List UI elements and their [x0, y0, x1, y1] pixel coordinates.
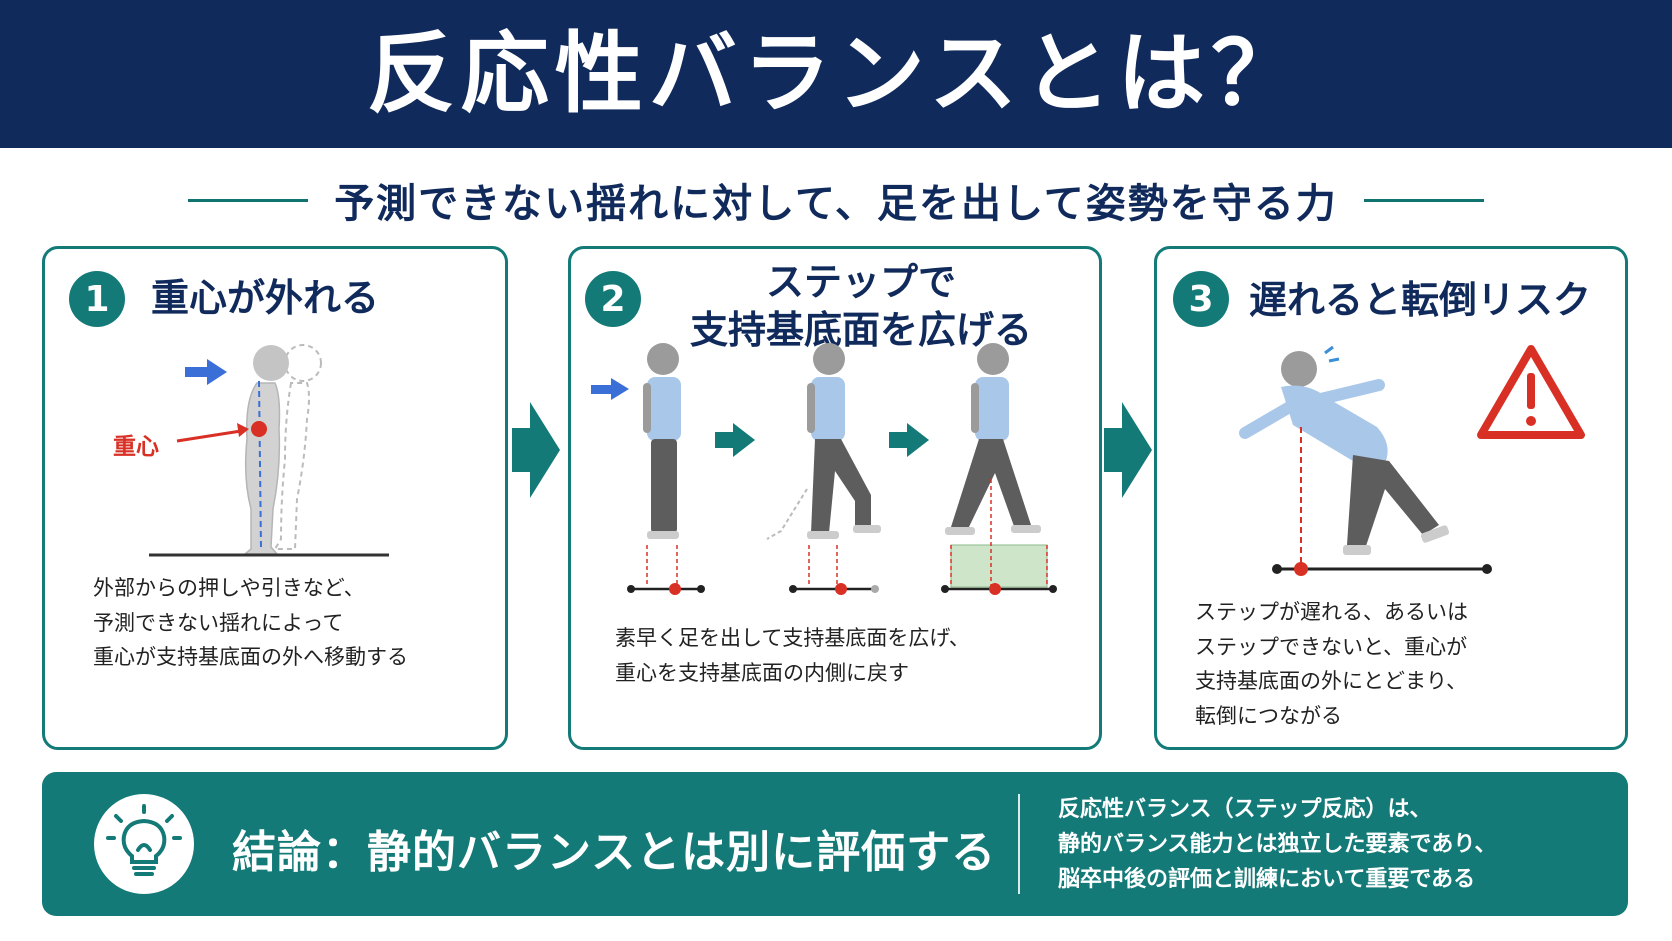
- figure-falling: [1239, 345, 1450, 555]
- com-pointer-arrow: [176, 423, 249, 443]
- flow-arrow-1: [512, 402, 560, 498]
- panel-3-description: ステップが遅れる、あるいは ステップできないと、重心が 支持基底面の外にとどまり…: [1195, 600, 1468, 728]
- subtitle-row: 予測できない揺れに対して、足を出して姿勢を守る力: [0, 170, 1672, 230]
- center-of-mass-dot: [251, 421, 267, 437]
- figure-wide-stance: [945, 343, 1041, 535]
- panel-3-title: 遅れると転倒リスク: [1249, 278, 1592, 322]
- panel-3-illustration: [1239, 345, 1585, 576]
- header-banner: 反応性バランスとは？: [0, 0, 1672, 148]
- conclusion-banner: 結論：静的バランスとは別に評価する 反応性バランス（ステップ反応）は、 静的バラ…: [42, 772, 1628, 916]
- page-title: 反応性バランスとは？: [366, 22, 1306, 125]
- base-indicator-1: [627, 545, 705, 595]
- conclusion-note: 反応性バランス（ステップ反応）は、 静的バランス能力とは独立した要素であり、 脳…: [1058, 797, 1497, 893]
- push-arrow-icon: [591, 378, 629, 400]
- lightbulb-badge: [94, 794, 194, 894]
- subtitle: 予測できない揺れに対して、足を出して姿勢を守る力: [334, 181, 1338, 227]
- body-figure: [242, 345, 289, 555]
- panel-2-illustration: [591, 343, 1057, 595]
- warning-icon: [1477, 345, 1585, 439]
- step-number-1: 1: [69, 271, 125, 327]
- lightbulb-icon: [106, 804, 182, 876]
- panel-2-title: ステップで 支持基底面を広げる: [689, 260, 1032, 352]
- figure-standing: [643, 343, 681, 539]
- panel-1-illustration: [149, 344, 389, 557]
- base-indicator-2: [789, 545, 879, 595]
- subtitle-rule-right: [1363, 198, 1484, 202]
- panel-1-description: 外部からの押しや引きなど、 予測できない揺れによって 重心が支持基底面の外へ移動…: [93, 576, 408, 670]
- step-arrow-icon: [715, 423, 755, 457]
- panel-2-description: 素早く足を出して支持基底面を広げ、 重心を支持基底面の内側に戻す: [615, 626, 970, 685]
- base-indicator-3: [941, 479, 1057, 595]
- push-arrow-icon: [185, 359, 227, 385]
- com-label: 重心: [113, 434, 159, 460]
- panel-1-title: 重心が外れる: [151, 276, 380, 320]
- panel-fall-risk: 3 遅れると転倒リスク ステップが遅れる、あるいは ステップでき: [1154, 246, 1628, 750]
- flow-arrow-2: [1104, 402, 1152, 498]
- panel-center-of-mass: 1 重心が外れる 重心 外部からの押しや引きなど、 予測できない揺れによって 重…: [42, 246, 508, 750]
- step-number-2: 2: [585, 271, 641, 327]
- subtitle-rule-left: [188, 198, 309, 202]
- conclusion-title: 結論：静的バランスとは別に評価する: [232, 827, 997, 878]
- step-number-3: 3: [1173, 271, 1229, 327]
- figure-stepping: [766, 343, 881, 540]
- conclusion-divider: [1018, 794, 1020, 894]
- sweat-icon: [1324, 345, 1334, 355]
- base-line: [1272, 562, 1492, 576]
- panel-step: 2 ステップで 支持基底面を広げる: [568, 246, 1102, 750]
- step-arrow-icon: [889, 423, 929, 457]
